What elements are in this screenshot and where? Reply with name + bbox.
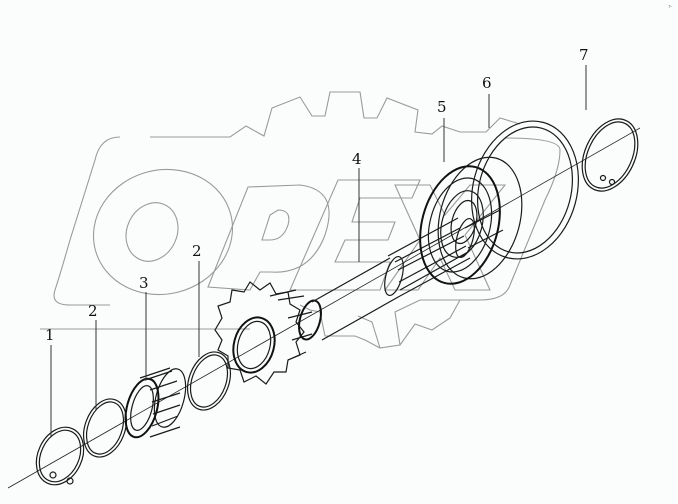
callout-6: 6 (482, 74, 492, 92)
callout-2-right: 2 (192, 242, 202, 260)
part-4-shaft (311, 209, 504, 341)
corner-mark: r- (668, 4, 672, 10)
part-4-gear (214, 281, 322, 385)
watermark-letter-e (289, 179, 421, 291)
watermark (53, 91, 561, 349)
watermark-gear-outline (53, 91, 561, 349)
callout-2-left: 2 (88, 302, 98, 320)
center-axis-line (7, 127, 641, 489)
part-1-circlip (35, 426, 85, 486)
part-2-washer-left (82, 398, 128, 458)
callout-4: 4 (352, 150, 362, 168)
watermark-letter-o (92, 168, 234, 296)
watermark-letter-x (383, 184, 507, 291)
callout-3: 3 (139, 274, 149, 292)
callout-1: 1 (45, 326, 55, 344)
callout-5: 5 (437, 98, 447, 116)
part-6-cover (471, 120, 579, 260)
part-2-washer-right (186, 351, 232, 411)
part-3-needle-bearing (124, 367, 187, 439)
part-7-circlip (581, 118, 639, 192)
callout-7: 7 (579, 46, 589, 64)
watermark-letter-p (207, 184, 330, 291)
callouts: 1 2 3 2 4 5 6 7 (45, 46, 589, 344)
leader-lines (50, 65, 587, 436)
